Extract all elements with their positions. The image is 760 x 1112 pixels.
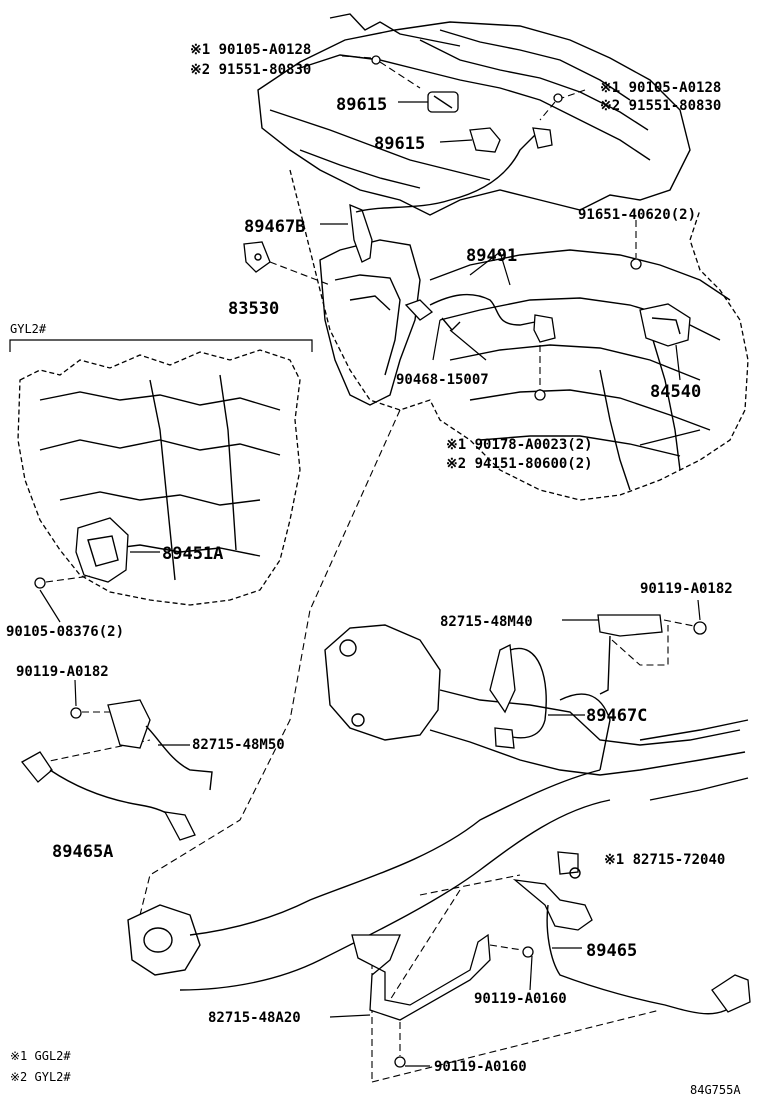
engine-block-drawing — [257, 13, 749, 501]
label-90119-a0182-left: 90119-A0182 — [16, 664, 109, 680]
sensor-89491 — [404, 293, 556, 343]
label-89615-a: 89615 — [336, 95, 387, 115]
bracket-82715-48a20 — [329, 933, 534, 1068]
label-90468-15007: 90468-15007 — [396, 372, 489, 388]
label-82715-48m50: 82715-48M50 — [192, 737, 285, 753]
legend-note-2: ※2 GYL2# — [10, 1070, 71, 1084]
gyl2-section — [9, 339, 313, 623]
sensor-89465 — [512, 851, 751, 1015]
label-90105-08376: 90105-08376(2) — [6, 624, 124, 640]
sensor-89467c — [489, 644, 585, 749]
leaders-engine — [269, 55, 701, 446]
label-83530: 83530 — [228, 299, 279, 319]
label-89465a: 89465A — [52, 842, 113, 862]
sensor-84540 — [639, 303, 691, 347]
bracket-82715-48m40 — [562, 599, 707, 695]
label-82715-48m40: 82715-48M40 — [440, 614, 533, 630]
legend-note-1: ※1 GGL2# — [10, 1049, 71, 1063]
sensor-89467b — [349, 127, 553, 263]
label-89465: 89465 — [586, 941, 637, 961]
label-91651-40620: 91651-40620(2) — [578, 207, 696, 223]
label-top-bolt-1b: ※1 90105-A0128 — [600, 80, 721, 96]
label-82715-48a20: 82715-48A20 — [208, 1010, 301, 1026]
label-89451a: 89451A — [162, 544, 223, 564]
label-89467b: 89467B — [244, 217, 305, 237]
label-89615-b: 89615 — [374, 134, 425, 154]
sensor-89615-a — [427, 91, 459, 113]
label-top-bolt-1a: ※1 90105-A0128 — [190, 42, 311, 58]
part-labels: ※1 90105-A0128 ※2 91551-80830 ※1 90105-A… — [6, 42, 741, 1097]
label-82715-72040: ※1 82715-72040 — [604, 852, 725, 868]
label-94151-80600: ※2 94151-80600(2) — [446, 456, 593, 472]
label-84540: 84540 — [650, 382, 701, 402]
drawing-number: 84G755A — [690, 1083, 741, 1097]
label-89491: 89491 — [466, 246, 517, 266]
exhaust-pipe-drawing — [39, 409, 749, 1083]
label-89467c: 89467C — [586, 706, 647, 726]
label-gyl2-section: GYL2# — [10, 322, 47, 336]
label-top-bolt-2b: ※2 91551-80830 — [600, 98, 721, 114]
sensor-89465a — [21, 679, 213, 841]
part-83530 — [243, 241, 271, 273]
label-90119-a0160-b: 90119-A0160 — [434, 1059, 527, 1075]
label-90178-a0023: ※1 90178-A0023(2) — [446, 437, 593, 453]
sensor-89615-b — [469, 127, 501, 153]
label-top-bolt-2a: ※2 91551-80830 — [190, 62, 311, 78]
label-90119-a0160-a: 90119-A0160 — [474, 991, 567, 1007]
label-90119-a0182-right: 90119-A0182 — [640, 581, 733, 597]
